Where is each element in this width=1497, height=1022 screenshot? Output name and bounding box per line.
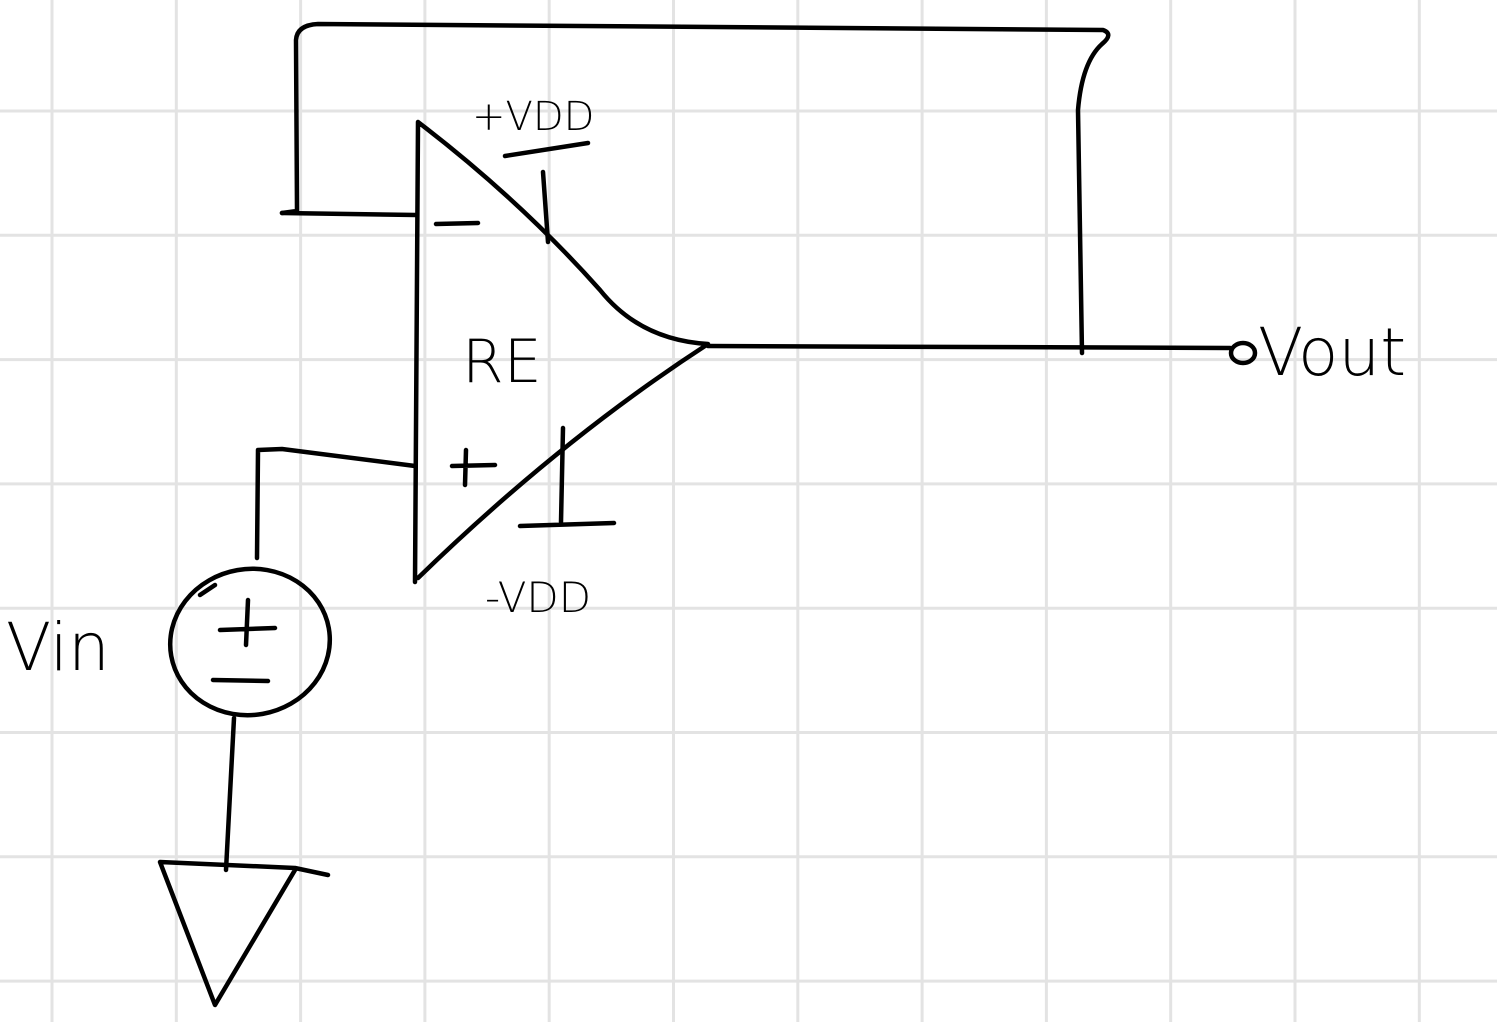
inverting-input-minus-sign (433, 220, 481, 227)
negative-supply-rail (517, 425, 617, 529)
noninverting-input-wire (254, 446, 418, 561)
feedback-wire (279, 21, 1111, 356)
output-label: Vout (1258, 314, 1406, 391)
noninverting-input-plus-sign (449, 447, 498, 488)
output-wire (705, 343, 1233, 351)
input-source-label: Vin (6, 609, 110, 686)
amplifier-label: RE (462, 327, 542, 397)
ground-wire (223, 715, 237, 873)
negative-supply-label: -VDD (485, 573, 591, 622)
voltage-source-circle (167, 566, 333, 718)
opamp-triangle (412, 119, 711, 585)
positive-supply-label: +VDD (472, 94, 594, 140)
positive-supply-rail (502, 140, 591, 245)
source-plus-sign (197, 582, 278, 648)
inverting-input-wire (279, 210, 419, 218)
ground-symbol (157, 859, 331, 1008)
source-minus-sign (210, 677, 271, 684)
output-terminal (1228, 340, 1258, 366)
